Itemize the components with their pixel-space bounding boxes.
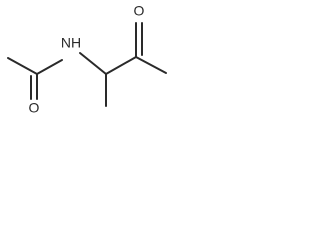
bond-nitrogen-to-alpha-carbon: [79, 52, 107, 75]
oxygen-right-label: O: [134, 3, 145, 19]
chemical-structure-canvas: O NH O: [0, 0, 180, 118]
bond-carbonyl-left-to-nitrogen: [36, 59, 63, 75]
nitrogen-label: NH: [61, 35, 81, 51]
bond-methyl-left-to-carbonyl-left: [7, 57, 38, 75]
structure-diagram: O NH O: [7, 3, 167, 116]
oxygen-left-label: O: [29, 100, 40, 116]
bond-alpha-carbon-to-ketone-carbon: [105, 56, 137, 75]
bond-ketone-carbon-to-methyl-right: [135, 56, 167, 74]
